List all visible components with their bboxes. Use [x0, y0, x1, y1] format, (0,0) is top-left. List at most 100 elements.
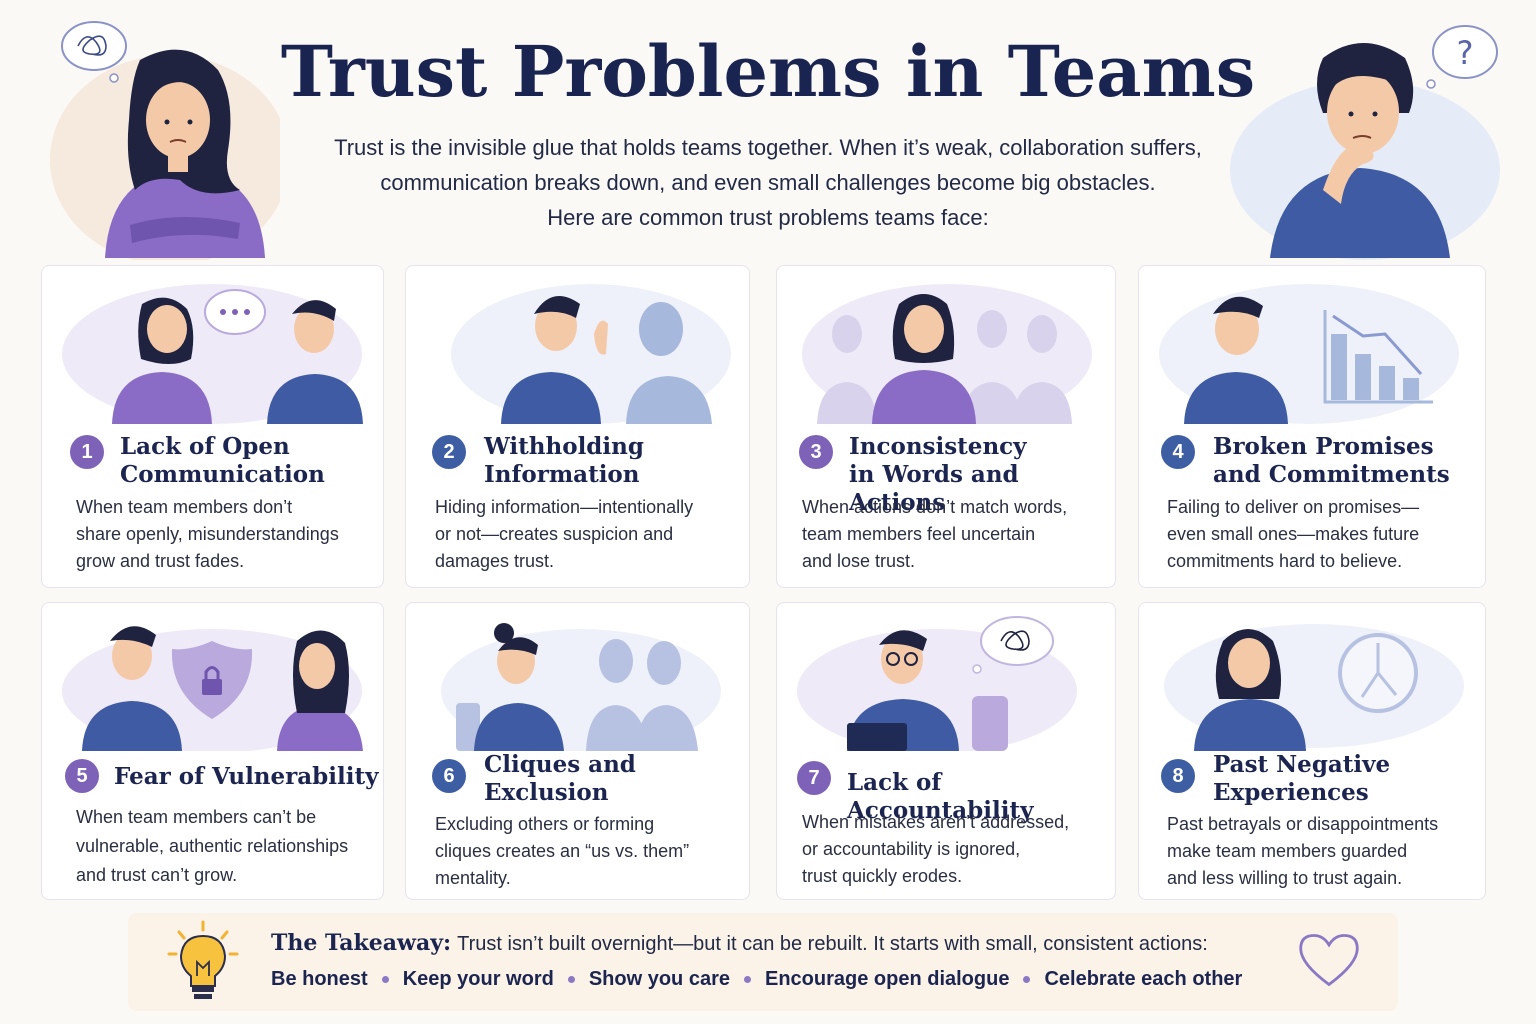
card-cliques-and-exclusion: 6 Cliques and Exclusion Excluding others…: [405, 602, 750, 900]
separator-dot: [567, 976, 575, 983]
card-title-line: Lack of Accountability: [847, 769, 1034, 824]
card-title: Lack of Accountability: [847, 769, 1115, 825]
card-past-negative-experiences: 8 Past Negative Experiences Past betraya…: [1138, 602, 1486, 900]
thinking-man-illustration: ?: [1230, 25, 1500, 260]
card-number-badge: 1: [70, 435, 104, 469]
worried-woman-illustration: [50, 21, 280, 260]
person-among-coworkers-illustration: [802, 284, 1092, 424]
card-lack-of-open-communication: 1 Lack of Open Communication When team m…: [41, 265, 384, 588]
page-title: Trust Problems in Teams: [280, 30, 1256, 113]
card-title-line: Experiences: [1213, 779, 1369, 806]
card-desc-line: grow and trust fades.: [76, 551, 245, 571]
card-number-badge: 3: [799, 435, 833, 469]
card-desc-line: or not—creates suspicion and: [435, 524, 674, 544]
card-fear-of-vulnerability: 5 Fear of Vulnerability When team member…: [41, 602, 384, 900]
question-mark-cloud-icon: ?: [1426, 25, 1498, 89]
card-title: Broken Promises and Commitments: [1213, 433, 1450, 489]
takeaway-message: Trust isn’t built overnight—but it can b…: [457, 933, 1208, 955]
speech-bubble-icon: [204, 289, 266, 335]
intro-line: Here are common trust problems teams fac…: [547, 205, 989, 230]
card-desc-line: When mistakes aren’t addressed,: [802, 812, 1070, 832]
card-desc-line: cliques creates an “us vs. them”: [435, 841, 690, 861]
card-desc-line: make team members guarded: [1167, 841, 1408, 861]
card-desc-line: damages trust.: [435, 551, 555, 571]
card-title-line: and Commitments: [1213, 461, 1450, 488]
action-item: Be honest: [271, 968, 368, 990]
person-declining-chart-illustration: [1159, 284, 1459, 424]
card-title: Cliques and Exclusion: [484, 751, 636, 807]
card-title-line: in Words and Actions: [849, 461, 1019, 516]
person-laptop-illustration: [797, 616, 1077, 751]
separator-dot: [1023, 976, 1031, 983]
card-number-badge: 7: [797, 761, 831, 795]
scribble-thought-cloud-icon: [61, 21, 127, 83]
takeaway-banner: The Takeaway:Trust isn’t built overnight…: [128, 913, 1398, 1011]
card-desc-line: Excluding others or forming: [435, 814, 655, 834]
card-title-line: Broken Promises: [1213, 433, 1434, 460]
card-title-line: Inconsistency: [849, 433, 1027, 460]
card-title-line: Exclusion: [484, 779, 609, 806]
card-number-badge: 5: [65, 759, 99, 793]
card-lack-of-accountability: 7 Lack of Accountability When mistakes a…: [776, 602, 1116, 900]
scribble-thought-cloud-icon: [972, 616, 1054, 674]
card-description: When mistakes aren’t addressed, or accou…: [802, 809, 1069, 890]
card-desc-line: When team members can’t be: [76, 807, 317, 827]
action-item: Encourage open dialogue: [764, 968, 1010, 990]
card-title-line: Information: [484, 461, 640, 488]
declining-bar-chart-icon: [1323, 310, 1433, 404]
card-desc-line: Hiding information—intentionally: [435, 497, 694, 517]
separator-dot: [743, 976, 751, 983]
card-desc-line: commitments hard to believe.: [1167, 551, 1403, 571]
card-desc-line: Failing to deliver on promises—: [1167, 497, 1420, 517]
card-desc-line: When team members don’t: [76, 497, 293, 517]
action-item: Show you care: [588, 968, 730, 990]
card-desc-line: even small ones—makes future: [1167, 524, 1420, 544]
card-title-line: Lack of Open: [120, 433, 290, 460]
card-description: When actions don’t match words, team mem…: [802, 494, 1067, 575]
card-title: Withholding Information: [484, 433, 644, 489]
card-desc-line: and trust can’t grow.: [76, 865, 238, 885]
card-withholding-information: 2 Withholding Information Hiding informa…: [405, 265, 750, 588]
card-desc-line: share openly, misunderstandings: [76, 524, 339, 544]
card-title-line: Cliques and: [484, 751, 636, 778]
card-desc-line: mentality.: [435, 868, 511, 888]
intro-line: communication breaks down, and even smal…: [380, 170, 1156, 195]
heart-icon: [1299, 934, 1359, 987]
card-title: Fear of Vulnerability: [114, 763, 378, 791]
two-people-shield-illustration: [62, 626, 363, 751]
excluded-person-illustration: [441, 623, 721, 751]
card-title: Inconsistency in Words and Actions: [849, 433, 1115, 517]
takeaway-actions: Be honest Keep your word Show you care E…: [271, 968, 1242, 991]
action-item: Keep your word: [402, 968, 554, 990]
card-title: Past Negative Experiences: [1213, 751, 1390, 807]
card-description: Past betrayals or disappointments make t…: [1167, 811, 1438, 892]
card-title-line: Past Negative: [1213, 751, 1391, 778]
svg-text:?: ?: [1457, 34, 1474, 72]
takeaway-text: The Takeaway:Trust isn’t built overnight…: [271, 930, 1208, 956]
intro-text: Trust is the invisible glue that holds t…: [300, 130, 1236, 235]
separator-dot: [381, 976, 389, 983]
action-item: Celebrate each other: [1044, 968, 1243, 990]
card-title-line: Withholding: [484, 433, 644, 460]
card-description: Failing to deliver on promises— even sma…: [1167, 494, 1419, 575]
takeaway-label: The Takeaway:: [271, 930, 452, 956]
card-number-badge: 8: [1161, 759, 1195, 793]
card-number-badge: 4: [1161, 435, 1195, 469]
card-broken-promises: 4 Broken Promises and Commitments Failin…: [1138, 265, 1486, 588]
card-title-line: Fear of Vulnerability: [114, 763, 379, 790]
card-number-badge: 6: [432, 759, 466, 793]
card-desc-line: and lose trust.: [802, 551, 916, 571]
two-people-speech-bubble-illustration: [62, 284, 363, 424]
lightbulb-icon: [167, 920, 239, 999]
card-title-line: Communication: [120, 461, 325, 488]
card-number-badge: 2: [432, 435, 466, 469]
card-description: Excluding others or forming cliques crea…: [435, 811, 689, 892]
card-description: When team members don’t share openly, mi…: [76, 494, 339, 575]
card-desc-line: or accountability is ignored,: [802, 839, 1021, 859]
card-desc-line: team members feel uncertain: [802, 524, 1036, 544]
card-desc-line: When actions don’t match words,: [802, 497, 1068, 517]
card-desc-line: trust quickly erodes.: [802, 866, 963, 886]
card-desc-line: and less willing to trust again.: [1167, 868, 1403, 888]
card-title: Lack of Open Communication: [120, 433, 325, 489]
clock-icon: [1338, 633, 1418, 713]
